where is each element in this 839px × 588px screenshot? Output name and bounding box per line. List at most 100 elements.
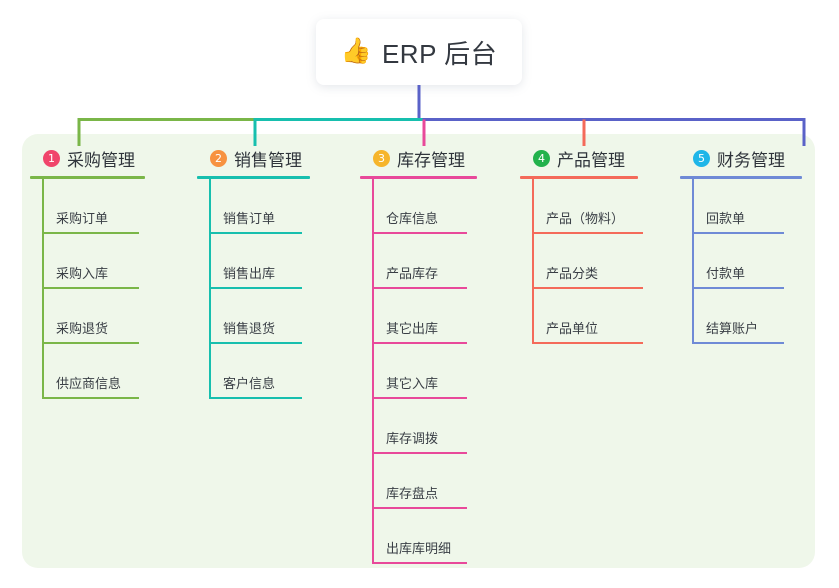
root-node[interactable]: 👍 ERP 后台 — [316, 19, 522, 85]
branch-item-label: 其它出库 — [386, 321, 439, 336]
branch-item-underline — [372, 507, 467, 509]
branch-item-label: 采购退货 — [56, 321, 109, 336]
branch-item[interactable]: 产品分类 — [520, 234, 680, 289]
branch-item-label: 其它入库 — [386, 376, 439, 391]
branch-spine-segment — [372, 509, 374, 564]
branch-item-label: 库存调拨 — [386, 431, 439, 446]
branch-item-label: 回款单 — [706, 211, 746, 226]
branch-item-label: 产品库存 — [386, 266, 439, 281]
branch-item-list: 产品（物料） 产品分类产品单位 — [520, 179, 680, 344]
branch-item[interactable]: 回款单 — [680, 179, 830, 234]
branch-title: 采购管理 — [67, 150, 135, 170]
branch-item-underline — [372, 397, 467, 399]
branch-item[interactable]: 产品单位 — [520, 289, 680, 344]
branch-spine-segment — [372, 454, 374, 509]
branch-item[interactable]: 采购入库 — [30, 234, 180, 289]
branch-spine-segment — [372, 289, 374, 344]
branch-number-badge: 5 — [693, 149, 710, 167]
branch-rule — [520, 176, 638, 179]
branch-spine-segment — [692, 179, 694, 234]
branch-column-1: 1 采购管理采购订单采购入库采购退货供应商信息 — [30, 146, 180, 399]
branch-item[interactable]: 采购订单 — [30, 179, 180, 234]
branch-item-list: 回款单付款单结算账户 — [680, 179, 830, 344]
branch-item-list: 采购订单采购入库采购退货供应商信息 — [30, 179, 180, 399]
branch-item[interactable]: 采购退货 — [30, 289, 180, 344]
branch-item-underline — [42, 232, 139, 234]
branch-item-label: 仓库信息 — [386, 211, 439, 226]
branch-item-label: 产品分类 — [546, 266, 599, 281]
branch-spine-segment — [532, 289, 534, 344]
branch-item[interactable]: 销售订单 — [197, 179, 347, 234]
branch-item-label: 出库库明细 — [386, 541, 452, 556]
branch-spine-segment — [532, 234, 534, 289]
branch-item-label: 付款单 — [706, 266, 746, 281]
branch-item[interactable]: 产品（物料） — [520, 179, 680, 234]
branch-item-underline — [372, 232, 467, 234]
branch-item[interactable]: 销售出库 — [197, 234, 347, 289]
branch-item-underline — [372, 562, 467, 564]
branch-item-label: 销售订单 — [223, 211, 276, 226]
branch-item-underline — [692, 342, 784, 344]
branch-header-5[interactable]: 5 财务管理 — [680, 146, 830, 170]
branch-column-5: 5 财务管理回款单付款单结算账户 — [680, 146, 830, 344]
branch-item[interactable]: 付款单 — [680, 234, 830, 289]
branch-item-label: 产品（物料） — [546, 211, 625, 226]
branch-spine-segment — [209, 234, 211, 289]
branch-rule — [360, 176, 477, 179]
branch-item-underline — [372, 287, 467, 289]
branch-item-underline — [532, 287, 643, 289]
branch-item-underline — [532, 232, 643, 234]
branch-item-underline — [209, 342, 302, 344]
branch-item[interactable]: 客户信息 — [197, 344, 347, 399]
branch-item-label: 库存盘点 — [386, 486, 439, 501]
branch-item[interactable]: 库存调拨 — [360, 399, 520, 454]
branch-header-3[interactable]: 3 库存管理 — [360, 146, 520, 170]
branch-item[interactable]: 出库库明细 — [360, 509, 520, 564]
branch-number-badge: 4 — [533, 149, 550, 167]
branch-item-underline — [692, 232, 784, 234]
branch-title: 产品管理 — [557, 150, 625, 170]
branch-header-4[interactable]: 4 产品管理 — [520, 146, 680, 170]
branch-item-underline — [209, 397, 302, 399]
branch-title: 库存管理 — [397, 150, 465, 170]
branch-item[interactable]: 其它出库 — [360, 289, 520, 344]
branch-spine-segment — [42, 344, 44, 399]
branch-item-label: 采购入库 — [56, 266, 109, 281]
branch-spine-segment — [209, 344, 211, 399]
branch-item[interactable]: 产品库存 — [360, 234, 520, 289]
branch-item[interactable]: 其它入库 — [360, 344, 520, 399]
branch-item-underline — [372, 452, 467, 454]
branch-item-list: 销售订单销售出库销售退货客户信息 — [197, 179, 347, 399]
branch-item-list: 仓库信息产品库存其它出库其它入库库存调拨库存盘点出库库明细 — [360, 179, 520, 564]
branch-spine-segment — [209, 179, 211, 234]
branch-item-underline — [372, 342, 467, 344]
branches-panel — [22, 134, 815, 568]
branch-item[interactable]: 仓库信息 — [360, 179, 520, 234]
branch-item-label: 销售退货 — [223, 321, 276, 336]
branch-item[interactable]: 供应商信息 — [30, 344, 180, 399]
branch-item-label: 供应商信息 — [56, 376, 122, 391]
branch-spine-segment — [692, 234, 694, 289]
branch-number-badge: 1 — [43, 149, 60, 167]
branch-item-underline — [209, 287, 302, 289]
branch-spine-segment — [692, 289, 694, 344]
branch-item-label: 采购订单 — [56, 211, 109, 226]
branch-item-label: 销售出库 — [223, 266, 276, 281]
root-node-title: ERP 后台 — [381, 38, 498, 69]
branch-number-badge: 3 — [373, 149, 390, 167]
branch-rule — [30, 176, 145, 179]
branch-item-label: 客户信息 — [223, 376, 276, 391]
branch-spine-segment — [42, 179, 44, 234]
branch-spine-segment — [372, 234, 374, 289]
branch-spine-segment — [532, 179, 534, 234]
branch-item[interactable]: 销售退货 — [197, 289, 347, 344]
branch-spine-segment — [42, 289, 44, 344]
branch-item-underline — [42, 342, 139, 344]
branch-item[interactable]: 结算账户 — [680, 289, 830, 344]
branch-header-1[interactable]: 1 采购管理 — [30, 146, 180, 170]
branch-spine-segment — [372, 344, 374, 399]
branch-title: 财务管理 — [717, 150, 785, 170]
branch-item[interactable]: 库存盘点 — [360, 454, 520, 509]
